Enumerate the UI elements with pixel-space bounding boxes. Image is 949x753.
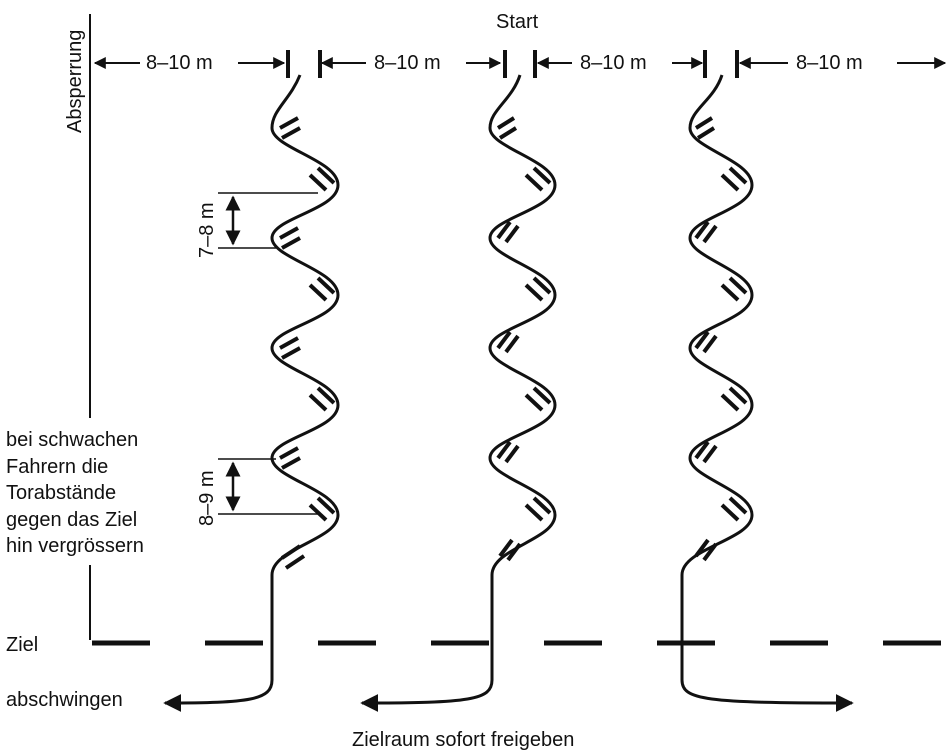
slalom-path-1 [163, 74, 340, 712]
gate-distance-upper-label: 7–8 m [196, 202, 218, 258]
spacing-label-1: 8–10 m [146, 52, 213, 74]
note-line: Torabstände [6, 482, 117, 504]
clear-finish-area-label: Zielraum sofort freigeben [352, 729, 575, 751]
gate-distance-upper [218, 192, 318, 249]
note-line: bei schwachen [6, 429, 139, 451]
note-line: Fahrern die [6, 455, 109, 478]
note-line: hin vergrössern [6, 535, 144, 557]
barrier-label: Absperrung [64, 29, 86, 133]
gate-distance-lower [218, 458, 318, 515]
gates [279, 116, 748, 570]
gate-distance-lower-label: 8–9 m [196, 470, 218, 526]
slalom-path-2 [360, 74, 557, 712]
swing-out-label: abschwingen [6, 689, 123, 711]
finish-label: Ziel [6, 634, 39, 656]
spacing-label-3: 8–10 m [580, 52, 647, 74]
spacing-label-2: 8–10 m [374, 52, 441, 74]
slalom-path-3 [680, 74, 854, 712]
start-gate-ticks [286, 50, 739, 78]
weak-skiers-note: bei schwachen Fahrern die Torabstände ge… [6, 427, 144, 560]
start-label: Start [496, 11, 539, 33]
note-line: gegen das Ziel [6, 508, 138, 531]
spacing-label-4: 8–10 m [796, 52, 863, 74]
